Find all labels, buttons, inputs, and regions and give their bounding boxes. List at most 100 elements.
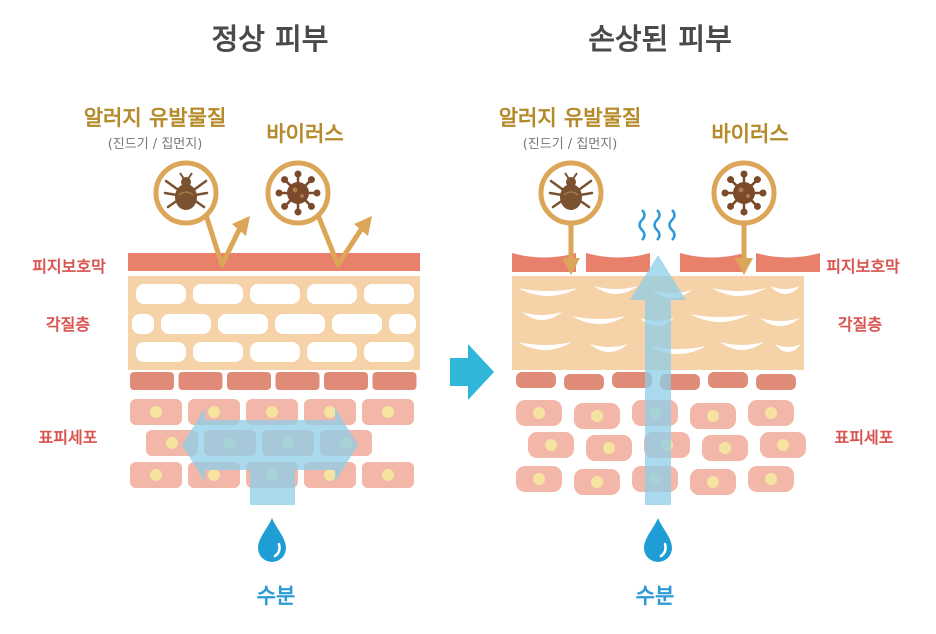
damaged-cell-nucleus	[765, 473, 777, 485]
normal-keratin-brick	[364, 284, 414, 304]
damaged-virus-arrowhead	[735, 258, 753, 275]
normal-keratin-brick	[136, 342, 186, 362]
damaged-sebum-fragment	[680, 253, 744, 272]
normal-keratin-brick	[193, 284, 243, 304]
damaged-cell-nucleus	[533, 473, 545, 485]
damaged-keratin-fragment	[775, 344, 801, 352]
damaged-basal-cell	[564, 374, 604, 390]
normal-epidermis-label: 표피세포	[38, 428, 98, 447]
transition-arrow-icon	[450, 344, 494, 400]
normal-keratin-brick	[161, 314, 211, 334]
normal-cell-nucleus	[208, 406, 220, 418]
normal-keratin-brick	[218, 314, 268, 334]
normal-mite-icon	[153, 160, 219, 226]
normal-keratin-brick	[307, 342, 357, 362]
normal-keratin-brick	[332, 314, 382, 334]
damaged-mite-icon	[538, 160, 604, 226]
damaged-sebum-fragment	[586, 253, 650, 272]
damaged-cell-nucleus	[765, 407, 777, 419]
normal-virus-arrowhead	[354, 216, 372, 236]
damaged-water-label: 수분	[635, 584, 675, 608]
normal-basal-cell	[275, 372, 320, 390]
normal-sebum-layer	[128, 253, 420, 271]
damaged-sebum-label: 피지보호막	[826, 257, 900, 276]
damaged-allergen-arrowhead	[562, 258, 580, 275]
damaged-sebum-fragment	[756, 253, 820, 272]
normal-cell-nucleus	[382, 469, 394, 481]
damaged-keratin-fragment	[572, 316, 626, 324]
normal-cell-nucleus	[324, 469, 336, 481]
damaged-cell-nucleus	[707, 476, 719, 488]
damaged-cell-nucleus	[777, 439, 789, 451]
normal-basal-cell	[227, 372, 271, 390]
normal-virus-icon	[265, 160, 331, 226]
normal-keratin-brick	[136, 284, 186, 304]
normal-cell-nucleus	[382, 406, 394, 418]
normal-skin-title: 정상 피부	[211, 22, 329, 56]
damaged-cell-nucleus	[591, 410, 603, 422]
normal-keratin-brick	[307, 284, 357, 304]
damaged-allergen-label: 알러지 유발물질	[498, 106, 642, 130]
damaged-cell-nucleus	[603, 442, 615, 454]
normal-allergen-label: 알러지 유발물질	[83, 106, 227, 130]
damaged-stratum-label: 각질층	[837, 315, 883, 334]
damaged-basal-cell	[516, 372, 556, 388]
damaged-keratin-fragment	[518, 342, 572, 350]
normal-sebum-label: 피지보호막	[32, 257, 106, 276]
normal-stratum-label: 각질층	[45, 315, 91, 334]
damaged-keratin-fragment	[594, 286, 638, 294]
normal-cell-nucleus	[150, 469, 162, 481]
normal-keratin-brick	[132, 314, 154, 334]
normal-water-retention-arrow	[182, 408, 358, 505]
damaged-basal-cell	[708, 372, 748, 388]
damaged-keratin-fragment	[770, 286, 800, 294]
evaporation-wave-icon	[668, 209, 676, 241]
normal-basal-cell	[324, 372, 368, 390]
damaged-virus-label: 바이러스	[711, 122, 789, 146]
damaged-keratin-fragment	[690, 314, 750, 322]
normal-keratin-brick	[275, 314, 325, 334]
normal-keratin-brick	[250, 342, 300, 362]
damaged-epidermis-label: 표피세포	[834, 428, 894, 447]
normal-allergen-sub: (진드기 / 집먼지)	[107, 137, 203, 152]
damaged-basal-cell	[756, 374, 796, 390]
normal-basal-cell	[130, 372, 174, 390]
normal-allergen-arrowhead	[232, 216, 250, 236]
damaged-cell-nucleus	[707, 410, 719, 422]
damaged-virus-icon	[711, 160, 777, 226]
normal-keratin-brick	[364, 342, 414, 362]
normal-virus-deflect-arrow	[315, 214, 365, 268]
normal-keratin-brick	[193, 342, 243, 362]
normal-water-label: 수분	[256, 584, 296, 608]
normal-cell-nucleus	[166, 437, 178, 449]
damaged-sebum-fragment	[512, 253, 576, 272]
normal-cell-nucleus	[150, 406, 162, 418]
damaged-water-drop-icon	[644, 518, 672, 562]
normal-cell-nucleus	[324, 406, 336, 418]
normal-cell-nucleus	[208, 469, 220, 481]
evaporation-wave-icon	[638, 209, 646, 241]
damaged-keratin-fragment	[522, 312, 562, 320]
evaporation-wave-icon	[653, 209, 661, 241]
normal-keratin-brick	[250, 284, 300, 304]
normal-keratin-brick	[389, 314, 416, 334]
damaged-cell-nucleus	[591, 476, 603, 488]
damaged-keratin-fragment	[590, 344, 628, 352]
damaged-cell-nucleus	[533, 407, 545, 419]
normal-basal-cell	[372, 372, 417, 390]
normal-allergen-deflect-arrow	[203, 214, 243, 268]
damaged-keratin-fragment	[712, 288, 766, 296]
damaged-allergen-sub: (진드기 / 집먼지)	[522, 137, 618, 152]
damaged-basal-cell	[612, 372, 652, 388]
normal-water-drop-icon	[258, 518, 286, 562]
normal-virus-label: 바이러스	[266, 122, 344, 146]
damaged-keratin-fragment	[720, 342, 764, 350]
damaged-keratin-fragment	[518, 288, 578, 296]
normal-basal-cell	[178, 372, 223, 390]
damaged-cell-nucleus	[545, 439, 557, 451]
damaged-cell-nucleus	[719, 442, 731, 454]
damaged-skin-title: 손상된 피부	[588, 22, 732, 56]
damaged-water-loss-arrow	[630, 255, 686, 505]
damaged-keratin-fragment	[760, 318, 800, 326]
